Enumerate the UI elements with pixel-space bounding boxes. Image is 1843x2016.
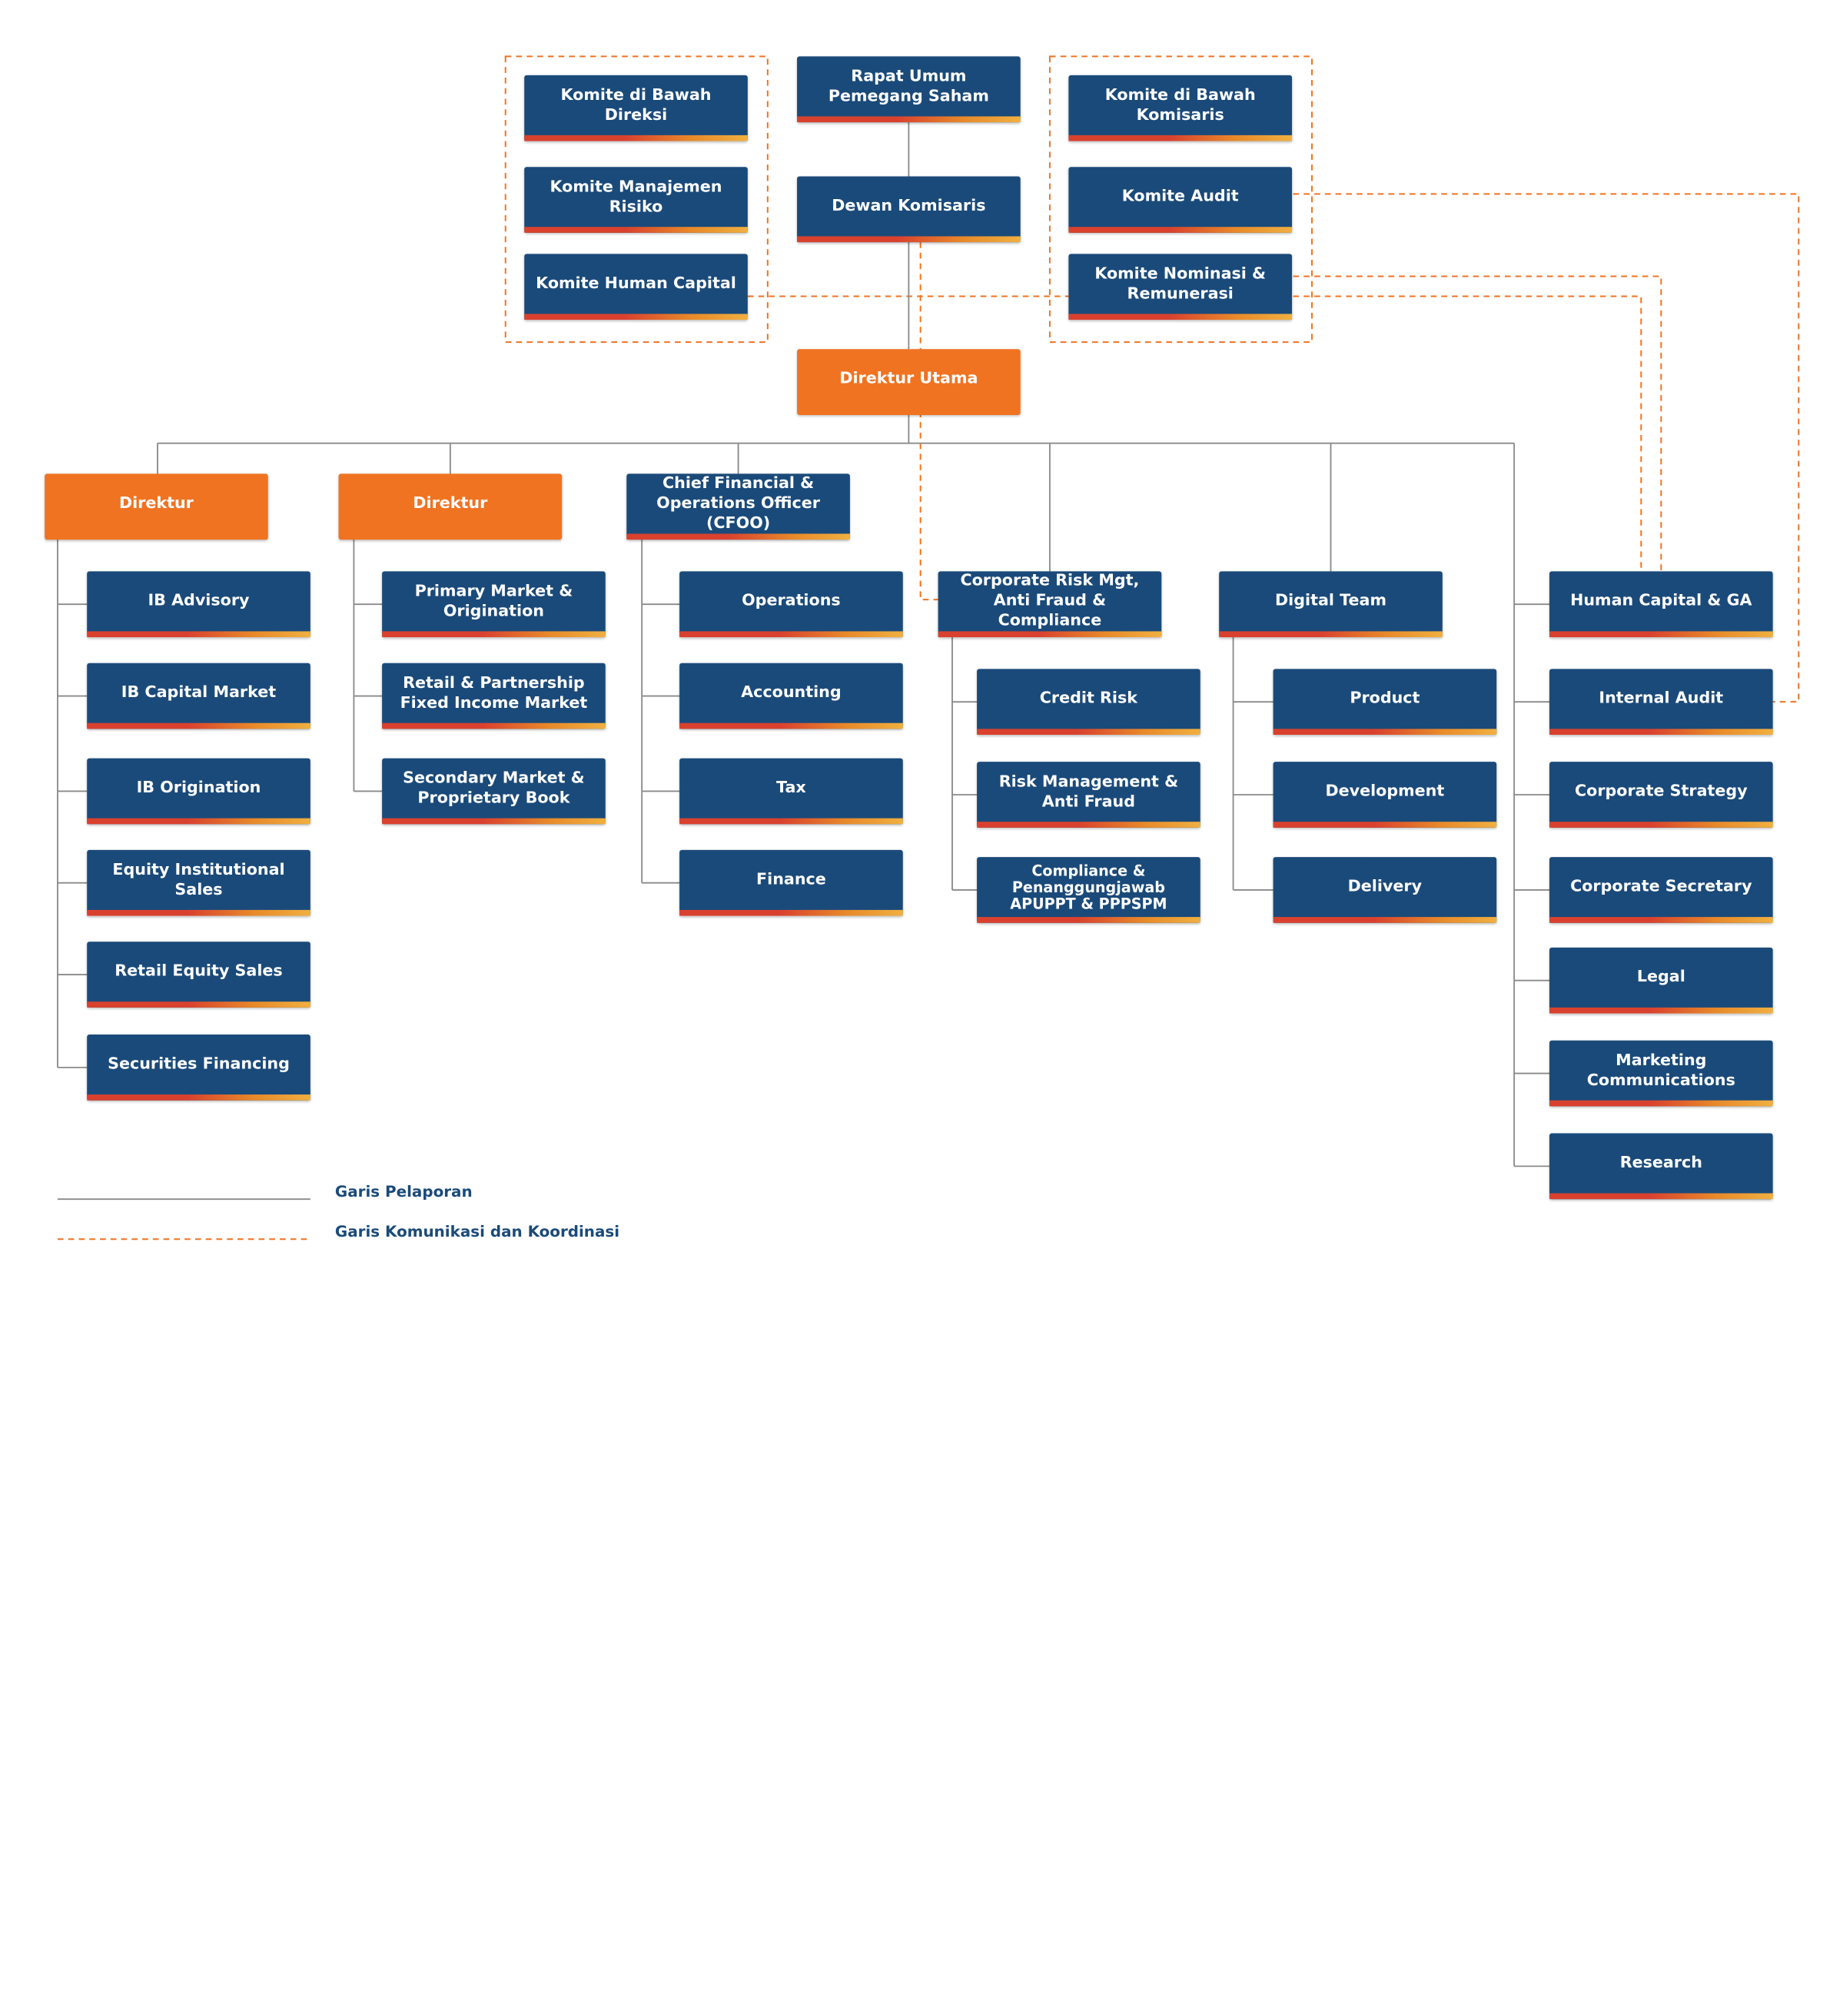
corporate-risk-box: Corporate Risk Mgt, Anti Fraud & Complia… [938,571,1162,638]
committee-audit-box: Komite Audit [1068,167,1293,233]
secondary-market-box: Secondary Market & Proprietary Book [382,758,606,825]
research-box: Research [1549,1133,1773,1200]
committee-nomination-box: Komite Nominasi & Remunerasi [1068,254,1293,321]
cfoo-box: Chief Financial & Operations Officer (CF… [626,473,850,540]
primary-market-box: Primary Market & Origination [382,571,606,638]
legend-coordination-label: Garis Komunikasi dan Koordinasi [334,1224,620,1242]
risk-management-box: Risk Management & Anti Fraud [977,762,1200,828]
direksi-committee-frame [504,55,769,344]
rups-box: Rapat Umum Pemegang Saham [797,56,1021,123]
legal-box: Legal [1549,947,1773,1014]
human-capital-ga-box: Human Capital & GA [1549,571,1773,638]
direktur-1-box: Direktur [45,473,268,540]
audit-committee-link [1293,193,1800,703]
marketing-communications-box: Marketing Communications [1549,1040,1773,1107]
komisaris-committee-frame [1048,55,1313,344]
compliance-box: Compliance & Penanggungjawab APUPPT & PP… [977,857,1200,923]
operations-box: Operations [679,571,903,638]
securities-financing-box: Securities Financing [87,1035,310,1101]
corporate-secretary-box: Corporate Secretary [1549,857,1773,923]
retail-equity-sales-box: Retail Equity Sales [87,942,310,1008]
committee-direksi-box: Komite di Bawah Direksi [524,75,748,141]
finance-box: Finance [679,849,903,916]
direktur-utama-box: Direktur Utama [797,349,1021,415]
ib-capital-market-box: IB Capital Market [87,663,310,729]
corporate-strategy-box: Corporate Strategy [1549,762,1773,828]
accounting-box: Accounting [679,663,903,729]
equity-institutional-sales-box: Equity Institutional Sales [87,849,310,916]
dewan-komisaris-box: Dewan Komisaris [797,176,1021,243]
delivery-box: Delivery [1273,857,1497,923]
nomination-committee-link-2 [1293,295,1642,572]
credit-risk-box: Credit Risk [977,669,1200,735]
product-box: Product [1273,669,1497,735]
internal-audit-box: Internal Audit [1549,669,1773,735]
reporting-lines [57,122,1550,1167]
connector-lines [57,55,1800,1240]
committee-human-capital-box: Komite Human Capital [524,254,748,321]
tax-box: Tax [679,758,903,825]
direktur-2-box: Direktur [338,473,563,540]
committee-komisaris-box: Komite di Bawah Komisaris [1068,75,1293,141]
committee-risk-management-box: Komite Manajemen Risiko [524,167,748,233]
ib-origination-box: IB Origination [87,758,310,825]
nomination-committee-link-1 [1293,275,1662,572]
digital-team-box: Digital Team [1219,571,1443,638]
legend-reporting-label: Garis Pelaporan [334,1184,473,1202]
retail-partnership-box: Retail & Partnership Fixed Income Market [382,663,606,729]
ib-advisory-box: IB Advisory [87,571,310,638]
development-box: Development [1273,762,1497,828]
